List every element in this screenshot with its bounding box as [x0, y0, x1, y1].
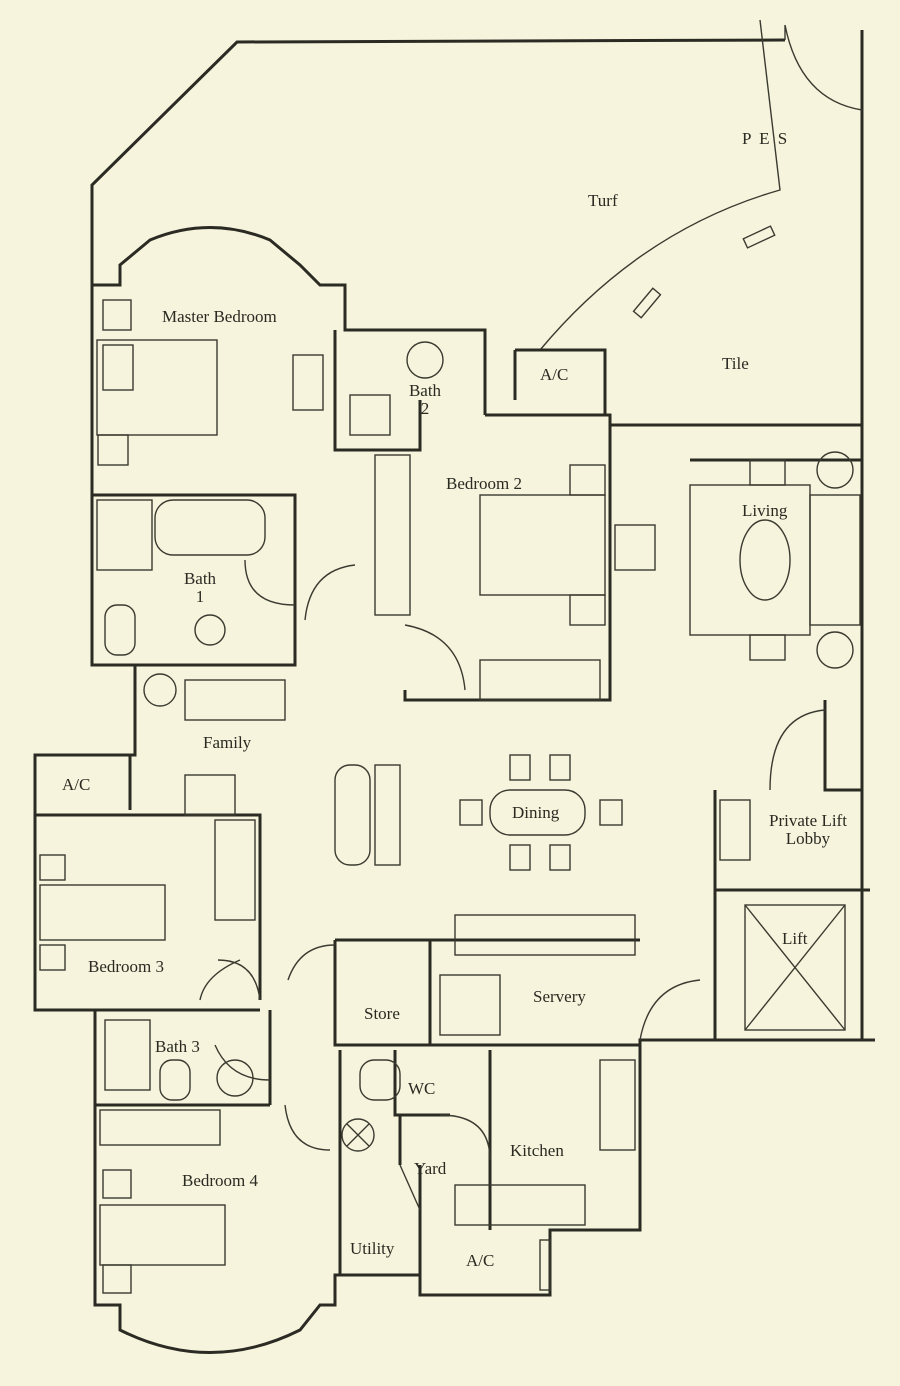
stepping-stone	[742, 225, 776, 249]
servery-label: Servery	[533, 987, 586, 1006]
bedroom2-label: Bedroom 2	[446, 474, 523, 493]
bath2-label: Bath 2	[408, 381, 442, 418]
ac-bottom-label: A/C	[466, 1251, 495, 1270]
master-bay-window	[92, 226, 347, 325]
kitchen-label: Kitchen	[510, 1141, 564, 1160]
store-label: Store	[364, 1004, 400, 1023]
stepping-stone	[632, 287, 662, 319]
private-lift-lobby-label: Private Lift Lobby	[769, 811, 847, 848]
pes-boundary	[90, 30, 864, 1040]
utility-label: Utility	[350, 1239, 395, 1258]
door-arc	[199, 559, 826, 1211]
pes-door-arc	[784, 24, 863, 111]
tile-label: Tile	[722, 354, 749, 373]
turf-label: Turf	[588, 191, 618, 210]
bath3-label: Bath 3	[155, 1037, 200, 1056]
furniture	[39, 299, 861, 1294]
bath1-label: Bath 1	[183, 569, 217, 606]
master-bedroom-label: Master Bedroom	[162, 307, 277, 326]
dining-label: Dining	[512, 803, 560, 822]
ac-left-label: A/C	[62, 775, 91, 794]
bedroom3-label: Bedroom 3	[88, 957, 165, 976]
yard-label: Yard	[414, 1159, 447, 1178]
pes-label: P E S	[742, 129, 790, 148]
lift-label: Lift	[782, 929, 808, 948]
family-label: Family	[203, 733, 252, 752]
bedroom4-label: Bedroom 4	[182, 1171, 259, 1190]
living-label: Living	[742, 501, 788, 520]
interior-walls	[35, 325, 870, 1275]
ac-top-label: A/C	[540, 365, 569, 384]
wc-label: WC	[408, 1079, 436, 1098]
turf-tile-boundary	[539, 19, 781, 351]
